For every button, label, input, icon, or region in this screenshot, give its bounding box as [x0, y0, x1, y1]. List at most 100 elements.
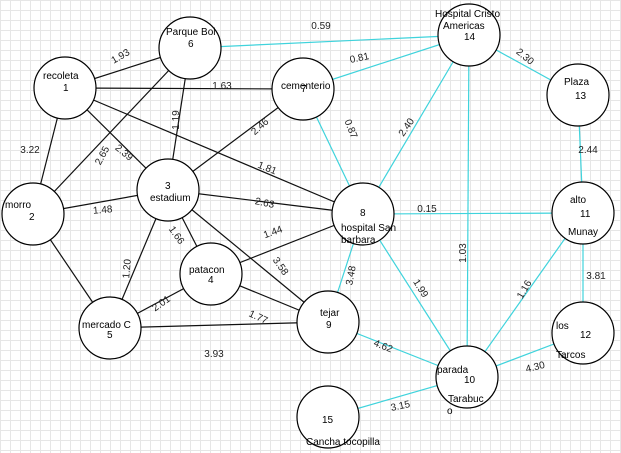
node-label-line: hospital San: [341, 223, 396, 234]
edge-14-10: [466, 34, 470, 378]
node-label-line: 5: [107, 330, 113, 341]
node-label-line: barbara: [341, 235, 376, 246]
edge-weight-11-10: 4.30: [525, 360, 547, 375]
edge-weight-3-8: 1.66: [166, 224, 186, 247]
edge-weight-14-10: 2.44: [578, 145, 598, 156]
edge-weight-7-3: 2.46: [249, 116, 271, 137]
edge-3-9: [167, 189, 329, 323]
node-label-line: 7: [301, 84, 307, 95]
edge-weight-9-10: 3.15: [390, 399, 412, 414]
edge-8-10: [362, 213, 468, 378]
node-circle: [551, 301, 615, 365]
edge-weight-8-9: 1.99: [410, 278, 430, 301]
node-label-line: Americas: [443, 21, 485, 32]
edge-weight-1-8: 1.81: [256, 160, 279, 178]
node-circle: [551, 181, 615, 245]
node-label-line: 8: [360, 208, 366, 219]
node-label-line: Munay: [568, 227, 598, 238]
node-label-line: 4: [208, 275, 214, 286]
node-label-line: o: [447, 406, 453, 417]
node-label-line: Plaza: [564, 77, 589, 88]
node-label-line: Tarabuc: [448, 394, 484, 405]
edge-weight-11-12: 1.16: [515, 278, 534, 301]
edge-weight-14-13: 1.03: [458, 243, 469, 263]
node-label-line: parada: [437, 365, 469, 376]
node-label-line: Parque Bol: [166, 27, 215, 38]
node-label-line: 11: [580, 209, 591, 220]
node-circle: [546, 63, 610, 127]
edge-1-8: [64, 87, 364, 215]
edge-weight-13-11: 3.81: [586, 271, 606, 282]
edge-11-10: [466, 212, 584, 378]
edge-weight-1-3: 2.39: [113, 143, 135, 164]
node-circle: [158, 16, 222, 80]
node-circle: [179, 242, 243, 306]
node-circle: [331, 182, 395, 246]
node-label-line: 3: [165, 181, 171, 192]
edge-6-14: [189, 34, 470, 49]
node-circle: [296, 290, 360, 354]
node-circle: [296, 385, 360, 449]
node-label-line: 13: [575, 91, 587, 102]
edge-weight-7-14: 0.81: [349, 51, 371, 66]
edge-5-9: [109, 321, 329, 329]
node-label-line: Cancha tocopilla: [306, 437, 380, 448]
edge-weight-6-14: 0.59: [311, 21, 331, 32]
node-circle: [1, 182, 65, 246]
node-label-line: 10: [464, 375, 476, 386]
edge-weight-3-5: 1.20: [121, 258, 134, 279]
node-label-line: 15: [322, 415, 334, 426]
edge-weight-8-10: 2.30: [514, 47, 536, 68]
node-13[interactable]: Plaza 13: [546, 63, 610, 127]
node-label-line: 2: [29, 212, 35, 223]
node-label-line: Hospital Cristo: [435, 9, 500, 20]
edge-weight-3-4: 1.44: [262, 224, 284, 241]
edge-weight-7-8: 0.87: [342, 118, 360, 141]
node-label-line: 14: [464, 32, 476, 43]
node-5[interactable]: mercado C5: [78, 296, 142, 360]
node-label-line: estadium: [150, 193, 191, 204]
node-circle: [78, 296, 142, 360]
edge-8-11: [362, 212, 584, 215]
node-label-line: los: [556, 321, 569, 332]
node-label-line: patacon: [189, 265, 225, 276]
node-circle: [136, 158, 200, 222]
edge-weight-8-11: 3.48: [344, 265, 358, 287]
node-label-line: 6: [188, 39, 194, 50]
node-label-line: recoleta: [43, 71, 79, 82]
edge-weight-6-3: 1.19: [171, 110, 182, 130]
edge-weight-2-5: 2.63: [254, 196, 276, 211]
node-label-line: morro: [5, 200, 32, 211]
edge-8-14: [362, 34, 470, 215]
node-circle: [435, 345, 499, 409]
edge-weight-12-10: 4.62: [372, 338, 395, 356]
edge-6-2: [32, 47, 191, 215]
node-circle: [437, 3, 501, 67]
node-label-line: 12: [580, 330, 592, 341]
node-label-line: mercado C: [82, 320, 131, 331]
node-label-line: cementerio: [281, 81, 331, 92]
node-circle: [271, 57, 335, 121]
edge-weight-8-14: 0.15: [417, 204, 437, 215]
edge-weight-1-2: 3.22: [20, 145, 40, 156]
edge-weight-1-7: 1.63: [212, 81, 232, 92]
edge-weight-4-9: 3.93: [204, 349, 224, 360]
edge-3-8: [167, 189, 364, 215]
node-label-line: Tarcos: [556, 350, 585, 361]
node-circle: [33, 56, 97, 120]
